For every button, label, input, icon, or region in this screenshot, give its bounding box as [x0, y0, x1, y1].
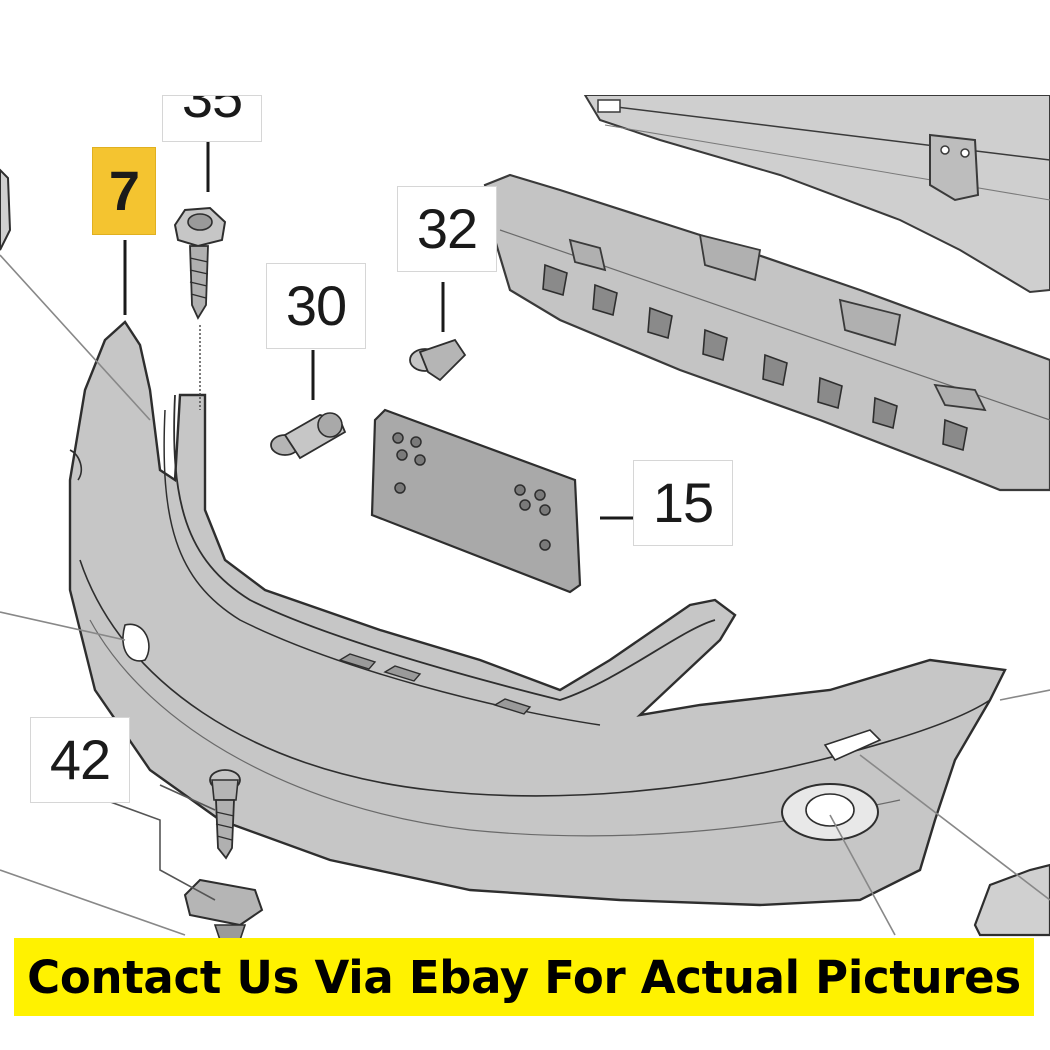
leader-lines: [0, 142, 1050, 936]
callout-32: 32: [397, 186, 497, 272]
clip-30: [270, 412, 347, 460]
callout-35-top: 35: [162, 95, 262, 142]
callout-35-text: 35: [181, 95, 243, 129]
callout-42: 42: [30, 717, 130, 803]
callout-7: 7: [92, 147, 156, 235]
clip-32: [409, 338, 467, 382]
upper-reinforcement-bar: [583, 94, 1050, 294]
screw-35: [173, 206, 227, 320]
fog-lamp-grille: [973, 863, 1050, 937]
banner-text: Contact Us Via Ebay For Actual Pictures: [27, 950, 1021, 1004]
bumper-cover: [68, 320, 1007, 907]
side-bracket-fragment: [0, 168, 12, 251]
callout-30: 30: [266, 263, 366, 349]
callout-15: 15: [633, 460, 733, 546]
license-plate-bracket: [370, 408, 582, 594]
contact-banner: Contact Us Via Ebay For Actual Pictures: [14, 938, 1034, 1016]
energy-absorber: [483, 173, 1050, 492]
